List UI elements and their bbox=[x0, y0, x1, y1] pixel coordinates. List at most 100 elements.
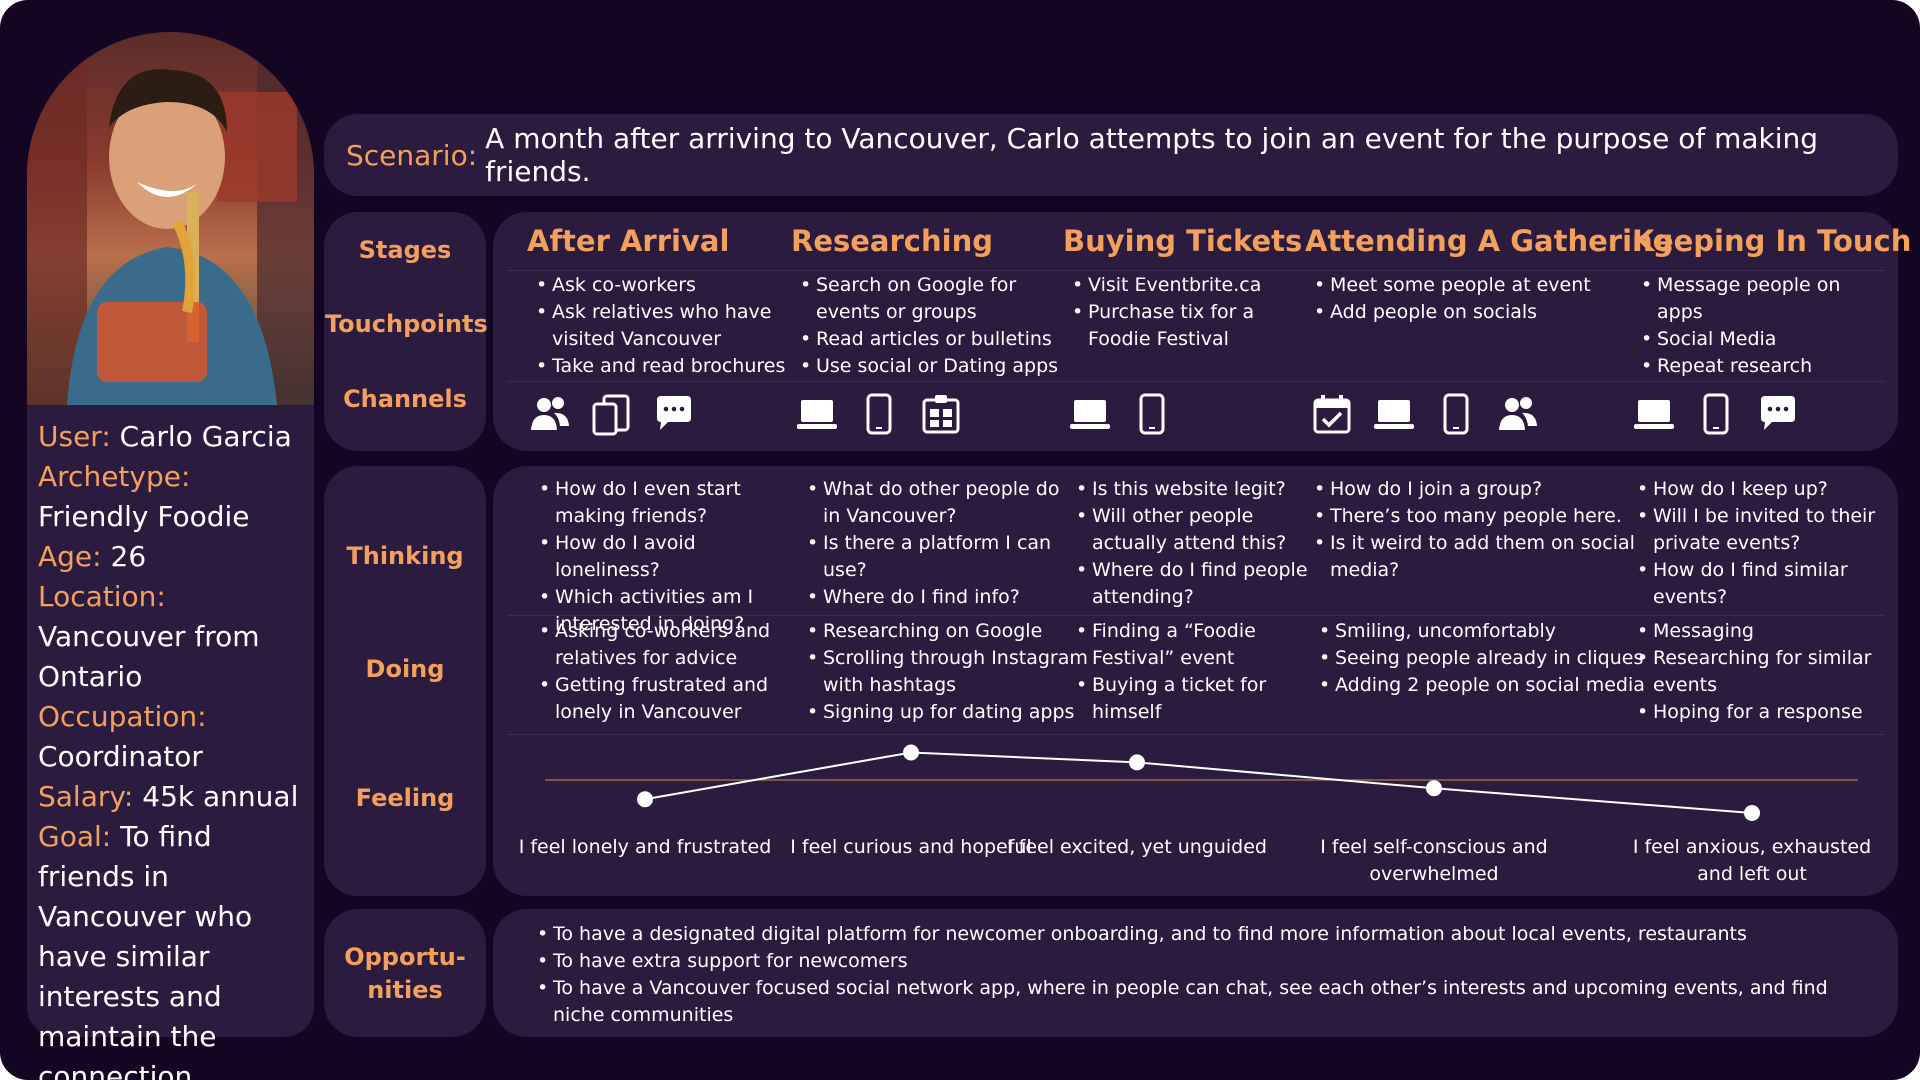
touchpoint-item: Take and read brochures bbox=[532, 353, 792, 380]
thinking-item: Will I be invited to their private event… bbox=[1633, 503, 1898, 557]
touchpoint-list: Search on Google for events or groupsRea… bbox=[796, 272, 1061, 380]
touchpoint-item: Social Media bbox=[1637, 326, 1892, 353]
thinking-item: There’s too many people here. bbox=[1310, 503, 1645, 530]
channels-label: Channels bbox=[343, 385, 467, 413]
thinking-item: How do I even start making friends? bbox=[535, 476, 805, 530]
feeling-point bbox=[1129, 754, 1145, 771]
thinking-list: What do other people do in Vancouver?Is … bbox=[803, 476, 1078, 611]
feeling-line bbox=[644, 751, 1753, 814]
laptop-icon bbox=[1632, 392, 1676, 440]
thinking-list: How do I keep up?Will I be invited to th… bbox=[1633, 476, 1898, 611]
labels-panel-top: Stages Touchpoints Channels bbox=[324, 212, 488, 451]
doing-item: Getting frustrated and lonely in Vancouv… bbox=[535, 672, 815, 726]
salary-line: Salary: 45k annual bbox=[38, 780, 299, 813]
thinking-item: Is it weird to add them on social media? bbox=[1310, 530, 1645, 584]
doing-list: Smiling, uncomfortablySeeing people alre… bbox=[1315, 618, 1660, 699]
feeling-point bbox=[1744, 805, 1760, 821]
feeling-point bbox=[903, 744, 919, 761]
bulletin-icon bbox=[919, 392, 963, 440]
opportunities-label-line2: nities bbox=[367, 976, 443, 1004]
thinking-item: Where do I find people attending? bbox=[1072, 557, 1317, 611]
thinking-item: Will other people actually attend this? bbox=[1072, 503, 1317, 557]
doing-item: Seeing people already in cliques bbox=[1315, 645, 1660, 672]
laptop-icon bbox=[1372, 392, 1416, 440]
touchpoint-item: Ask co-workers bbox=[532, 272, 792, 299]
doing-item: Asking co-workers and relatives for advi… bbox=[535, 618, 815, 672]
thinking-item: How do I keep up? bbox=[1633, 476, 1898, 503]
opportunities-list: To have a designated digital platform fo… bbox=[533, 921, 1873, 1029]
touchpoint-item: Use social or Dating apps bbox=[796, 353, 1061, 380]
channel-icons bbox=[795, 392, 963, 440]
scenario-text: A month after arriving to Vancouver, Car… bbox=[485, 122, 1819, 188]
stage-title: Keeping In Touch bbox=[1632, 224, 1912, 258]
age-line: Age: 26 bbox=[38, 540, 147, 573]
thinking-item: What do other people do in Vancouver? bbox=[803, 476, 1078, 530]
labels-panel-middle: Thinking Doing Feeling bbox=[324, 466, 486, 896]
archetype-line: Archetype: Friendly Foodie bbox=[38, 460, 250, 533]
touchpoint-list: Meet some people at eventAdd people on s… bbox=[1310, 272, 1635, 326]
scenario-banner: Scenario: A month after arriving to Vanc… bbox=[324, 114, 1898, 196]
touchpoint-item: Search on Google for events or groups bbox=[796, 272, 1061, 326]
stage-title: Researching bbox=[791, 224, 993, 258]
divider bbox=[507, 734, 1885, 735]
phone-icon bbox=[857, 392, 901, 440]
doing-list: Finding a “Foodie Festival” eventBuying … bbox=[1072, 618, 1327, 726]
touchpoint-item: Message people on apps bbox=[1637, 272, 1892, 326]
phone-icon bbox=[1434, 392, 1478, 440]
stage-title: Buying Tickets bbox=[1063, 224, 1303, 258]
chat-icon bbox=[1756, 392, 1800, 440]
thinking-item: Where do I find info? bbox=[803, 584, 1078, 611]
doing-item: Adding 2 people on social media bbox=[1315, 672, 1660, 699]
feeling-label: I feel lonely and frustrated bbox=[518, 836, 772, 858]
thinking-item: Is there a platform I can use? bbox=[803, 530, 1078, 584]
calendar-icon bbox=[1310, 392, 1354, 440]
touchpoint-item: Visit Eventbrite.ca bbox=[1068, 272, 1303, 299]
touchpoints-label: Touchpoints bbox=[325, 310, 488, 338]
touchpoint-item: Repeat research bbox=[1637, 353, 1892, 380]
doing-list: Asking co-workers and relatives for advi… bbox=[535, 618, 815, 726]
doing-item: Scrolling through Instagram with hashtag… bbox=[803, 645, 1088, 699]
user-line: User: Carlo Garcia bbox=[38, 420, 292, 453]
divider bbox=[507, 270, 1885, 271]
stage-title: Attending A Gathering bbox=[1305, 224, 1674, 258]
occupation-line: Occupation: Coordinator bbox=[38, 700, 207, 773]
thinking-item: How do I join a group? bbox=[1310, 476, 1645, 503]
feeling-label: Feeling bbox=[355, 784, 455, 812]
thinking-list: How do I join a group?There’s too many p… bbox=[1310, 476, 1645, 584]
goal-line: Goal: To find friends in Vancouver who h… bbox=[38, 820, 253, 1080]
opportunities-panel: To have a designated digital platform fo… bbox=[493, 909, 1898, 1037]
phone-icon bbox=[1694, 392, 1738, 440]
feeling-label: I feel anxious, exhausted and left out bbox=[1632, 836, 1872, 885]
doing-item: Buying a ticket for himself bbox=[1072, 672, 1327, 726]
doing-item: Messaging bbox=[1633, 618, 1908, 645]
thinking-list: How do I even start making friends?How d… bbox=[535, 476, 805, 638]
doing-item: Researching for similar events bbox=[1633, 645, 1908, 699]
people-icon bbox=[528, 392, 572, 440]
touchpoint-item: Read articles or bulletins bbox=[796, 326, 1061, 353]
thinking-item: Is this website legit? bbox=[1072, 476, 1317, 503]
touchpoint-list: Message people on appsSocial MediaRepeat… bbox=[1637, 272, 1892, 380]
touchpoint-item: Add people on socials bbox=[1310, 299, 1635, 326]
touchpoint-item: Meet some people at event bbox=[1310, 272, 1635, 299]
channel-icons bbox=[1632, 392, 1800, 440]
channel-icons bbox=[1068, 392, 1174, 440]
feeling-label: I feel excited, yet unguided bbox=[1007, 836, 1267, 858]
stage-title: After Arrival bbox=[527, 224, 730, 258]
thinking-list: Is this website legit?Will other people … bbox=[1072, 476, 1317, 611]
opportunity-item: To have extra support for newcomers bbox=[533, 948, 1873, 975]
opportunity-item: To have a designated digital platform fo… bbox=[533, 921, 1873, 948]
doing-label: Doing bbox=[365, 655, 445, 683]
stages-label: Stages bbox=[358, 236, 452, 264]
doing-item: Smiling, uncomfortably bbox=[1315, 618, 1660, 645]
channel-icons bbox=[528, 392, 696, 440]
chat-icon bbox=[652, 392, 696, 440]
devices-icon bbox=[590, 392, 634, 440]
doing-list: MessagingResearching for similar eventsH… bbox=[1633, 618, 1908, 726]
divider bbox=[507, 615, 1885, 616]
divider bbox=[507, 381, 1885, 382]
opportunities-label-line1: Opportu- bbox=[344, 943, 466, 971]
feeling-point bbox=[1426, 780, 1442, 797]
location-line: Location: Vancouver from Ontario bbox=[38, 580, 260, 693]
touchpoint-item: Purchase tix for a Foodie Festival bbox=[1068, 299, 1303, 353]
